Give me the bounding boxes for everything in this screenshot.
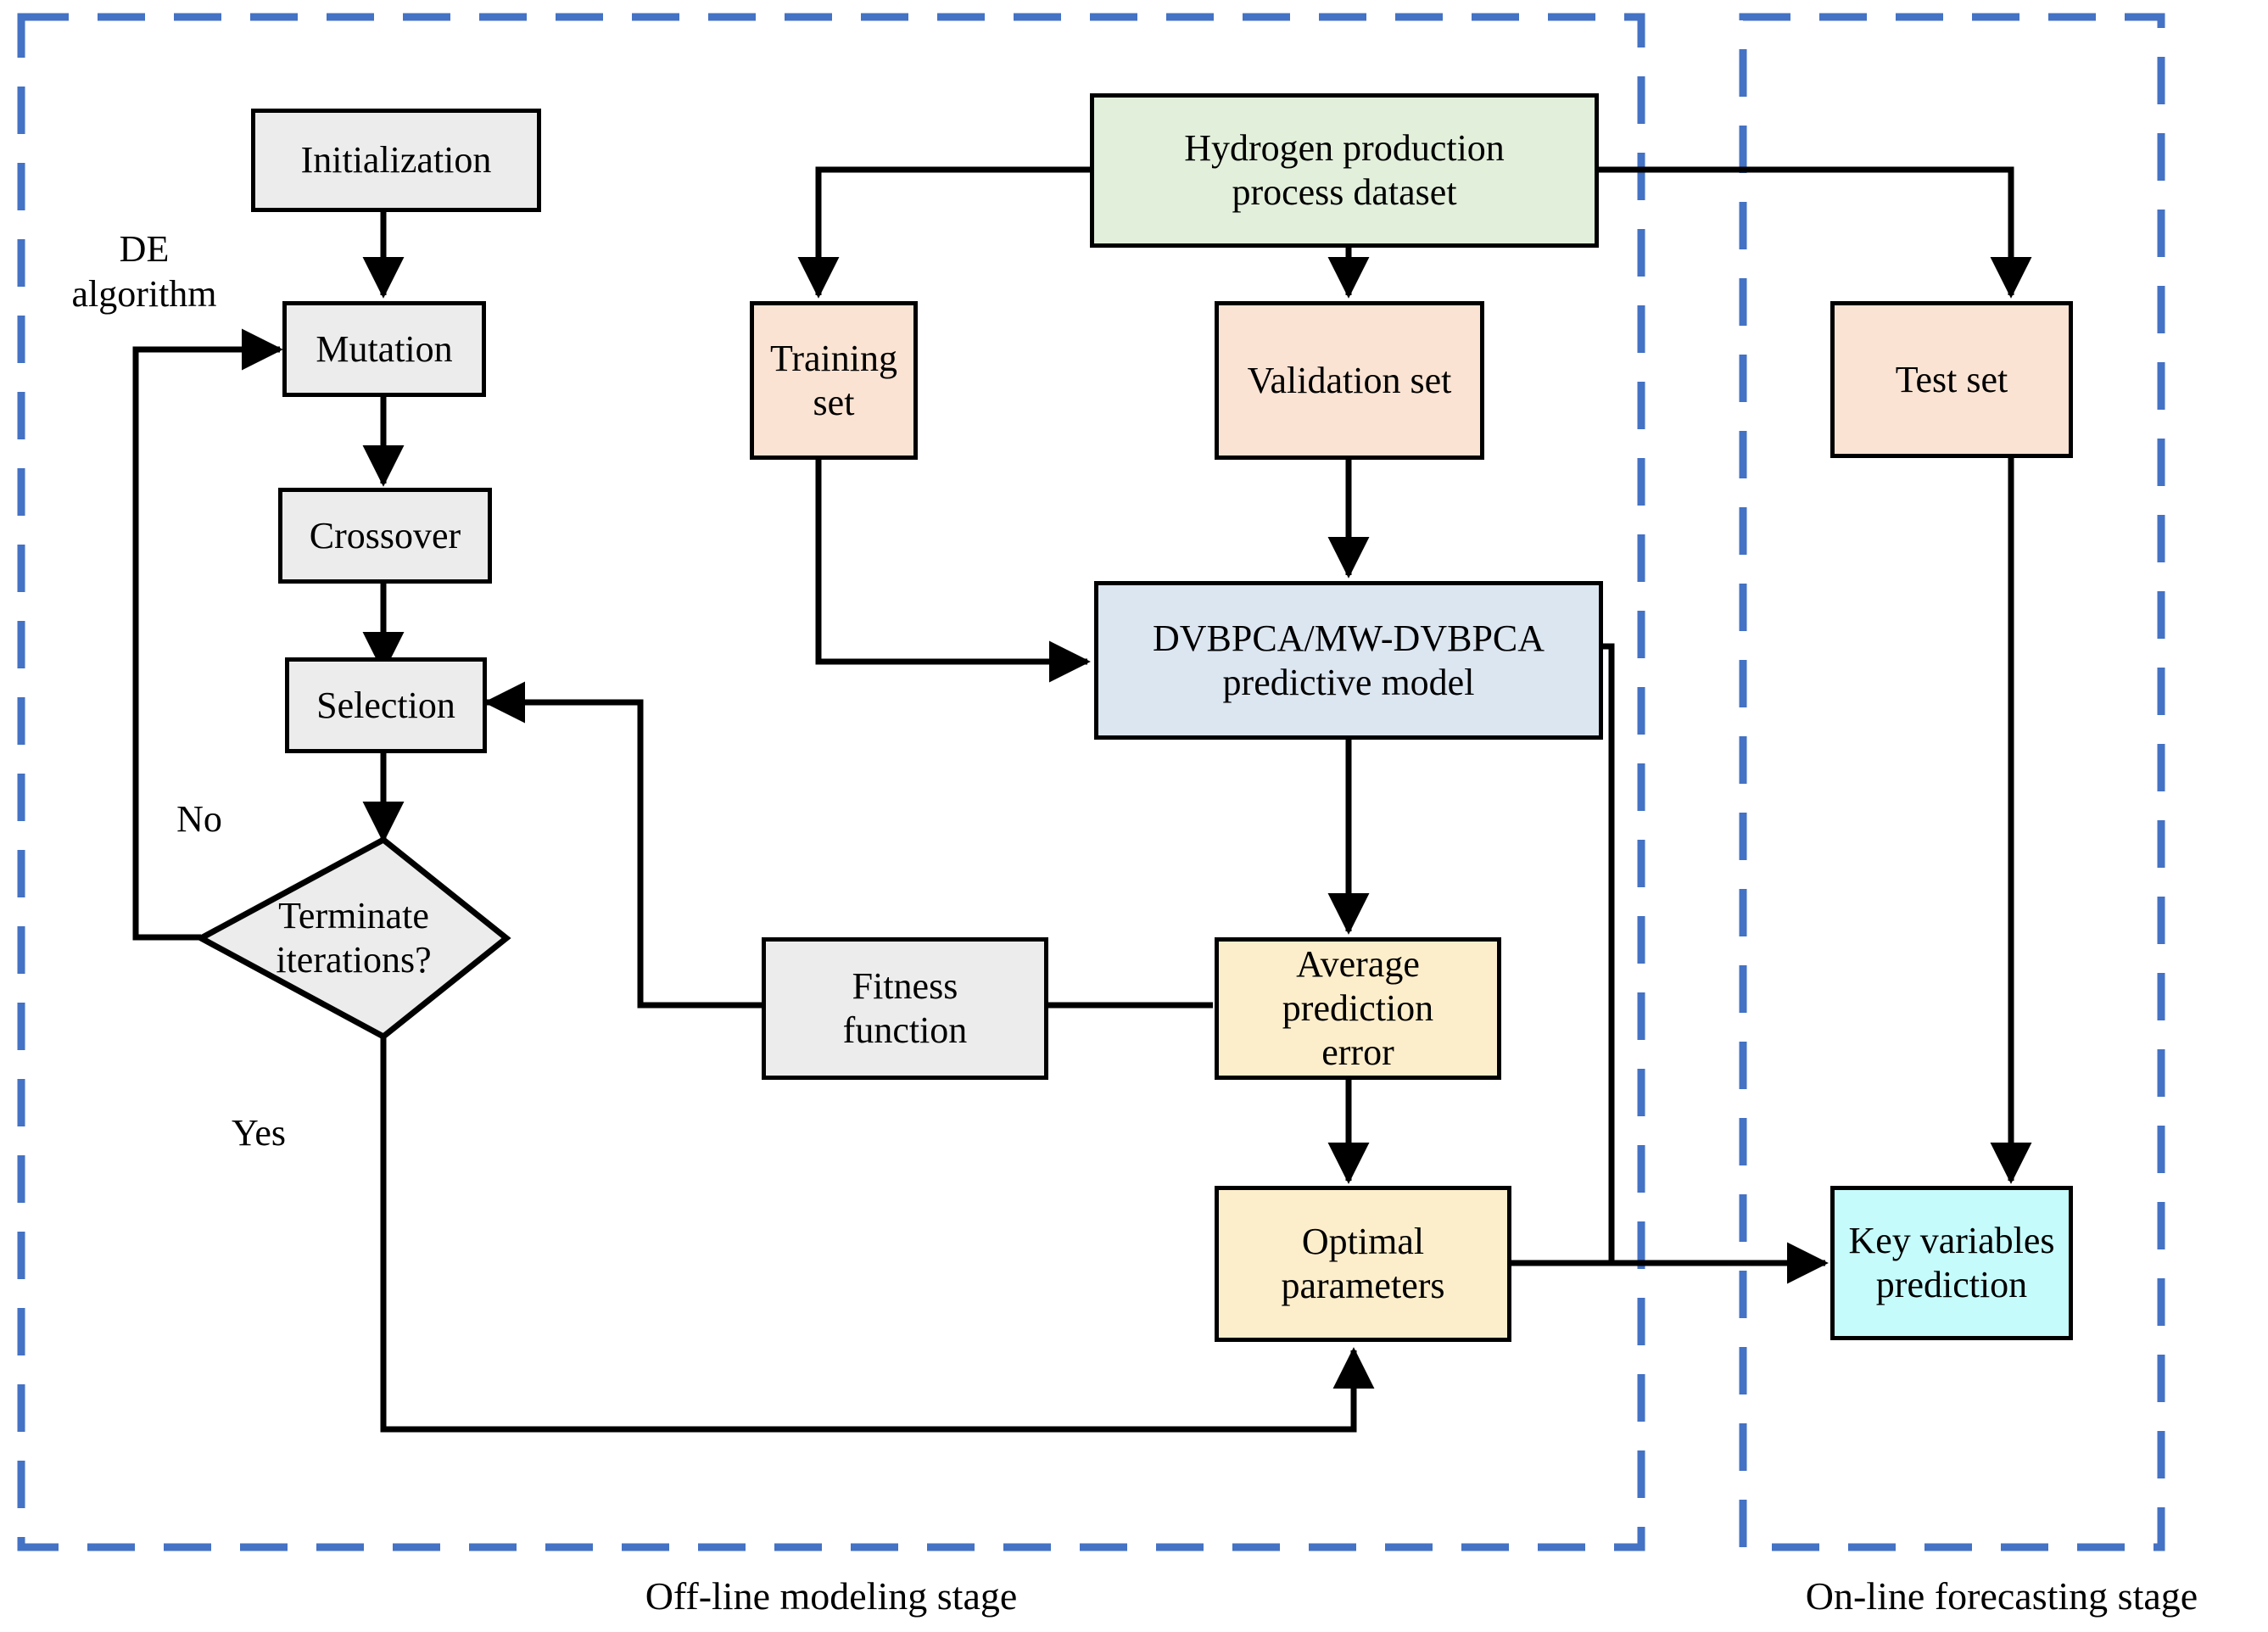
node-predictive-model-label: DVBPCA/MW-DVBPCA predictive model	[1152, 617, 1545, 703]
node-fitness-function[interactable]: Fitness function	[762, 937, 1048, 1080]
node-test-set-label: Test set	[1895, 358, 2008, 400]
label-edge-no: No	[176, 798, 222, 840]
node-optimal-parameters-label: Optimal parameters	[1281, 1221, 1445, 1306]
label-de-algorithm: DE algorithm	[71, 228, 217, 315]
node-training-set[interactable]: Training set	[750, 301, 918, 460]
edge-dataset-test	[1599, 166, 2032, 299]
label-edge-yes: Yes	[231, 1112, 287, 1154]
edge-model-keyvariables	[1603, 643, 1615, 1263]
node-mutation-label: Mutation	[316, 327, 453, 370]
node-selection-label: Selection	[316, 684, 455, 726]
node-crossover-label: Crossover	[309, 514, 461, 556]
offline-stage-border	[17, 13, 1645, 1551]
node-validation-set-label: Validation set	[1247, 359, 1452, 401]
node-mutation[interactable]: Mutation	[282, 301, 486, 397]
label-online-stage: On-line forecasting stage	[1805, 1574, 2198, 1618]
node-initialization-label: Initialization	[300, 139, 492, 182]
node-predictive-model[interactable]: DVBPCA/MW-DVBPCA predictive model	[1094, 581, 1603, 740]
node-crossover[interactable]: Crossover	[278, 488, 492, 584]
node-initialization[interactable]: Initialization	[251, 109, 541, 212]
edge-terminate-optimal-yes	[380, 1037, 1375, 1433]
node-hydrogen-production-dataset[interactable]: Hydrogen production process dataset	[1090, 93, 1599, 248]
node-validation-set[interactable]: Validation set	[1215, 301, 1484, 460]
node-average-prediction-error-label: Average prediction error	[1282, 943, 1434, 1073]
node-training-set-label: Training set	[770, 337, 897, 423]
terminate-diamond-shape	[194, 836, 511, 1041]
online-stage-border	[1739, 13, 2165, 1551]
node-terminate-label: Terminate iterations?	[276, 895, 432, 981]
label-offline-stage: Off-line modeling stage	[645, 1574, 1018, 1618]
node-key-variables-prediction-label: Key variables prediction	[1848, 1220, 2055, 1305]
edge-dataset-training	[797, 166, 1090, 299]
node-optimal-parameters[interactable]: Optimal parameters	[1215, 1186, 1511, 1342]
node-terminate-iterations[interactable]: Terminate iterations?	[201, 840, 506, 1037]
edge-training-model	[815, 460, 1091, 683]
edge-fitness-selection	[483, 681, 763, 1009]
node-selection[interactable]: Selection	[285, 657, 487, 753]
node-key-variables-prediction[interactable]: Key variables prediction	[1830, 1186, 2073, 1340]
node-test-set[interactable]: Test set	[1830, 301, 2073, 458]
edge-terminate-mutation-no	[132, 328, 283, 941]
node-fitness-function-label: Fitness function	[842, 965, 968, 1051]
node-dataset-label: Hydrogen production process dataset	[1184, 127, 1505, 213]
node-average-prediction-error[interactable]: Average prediction error	[1215, 937, 1501, 1080]
